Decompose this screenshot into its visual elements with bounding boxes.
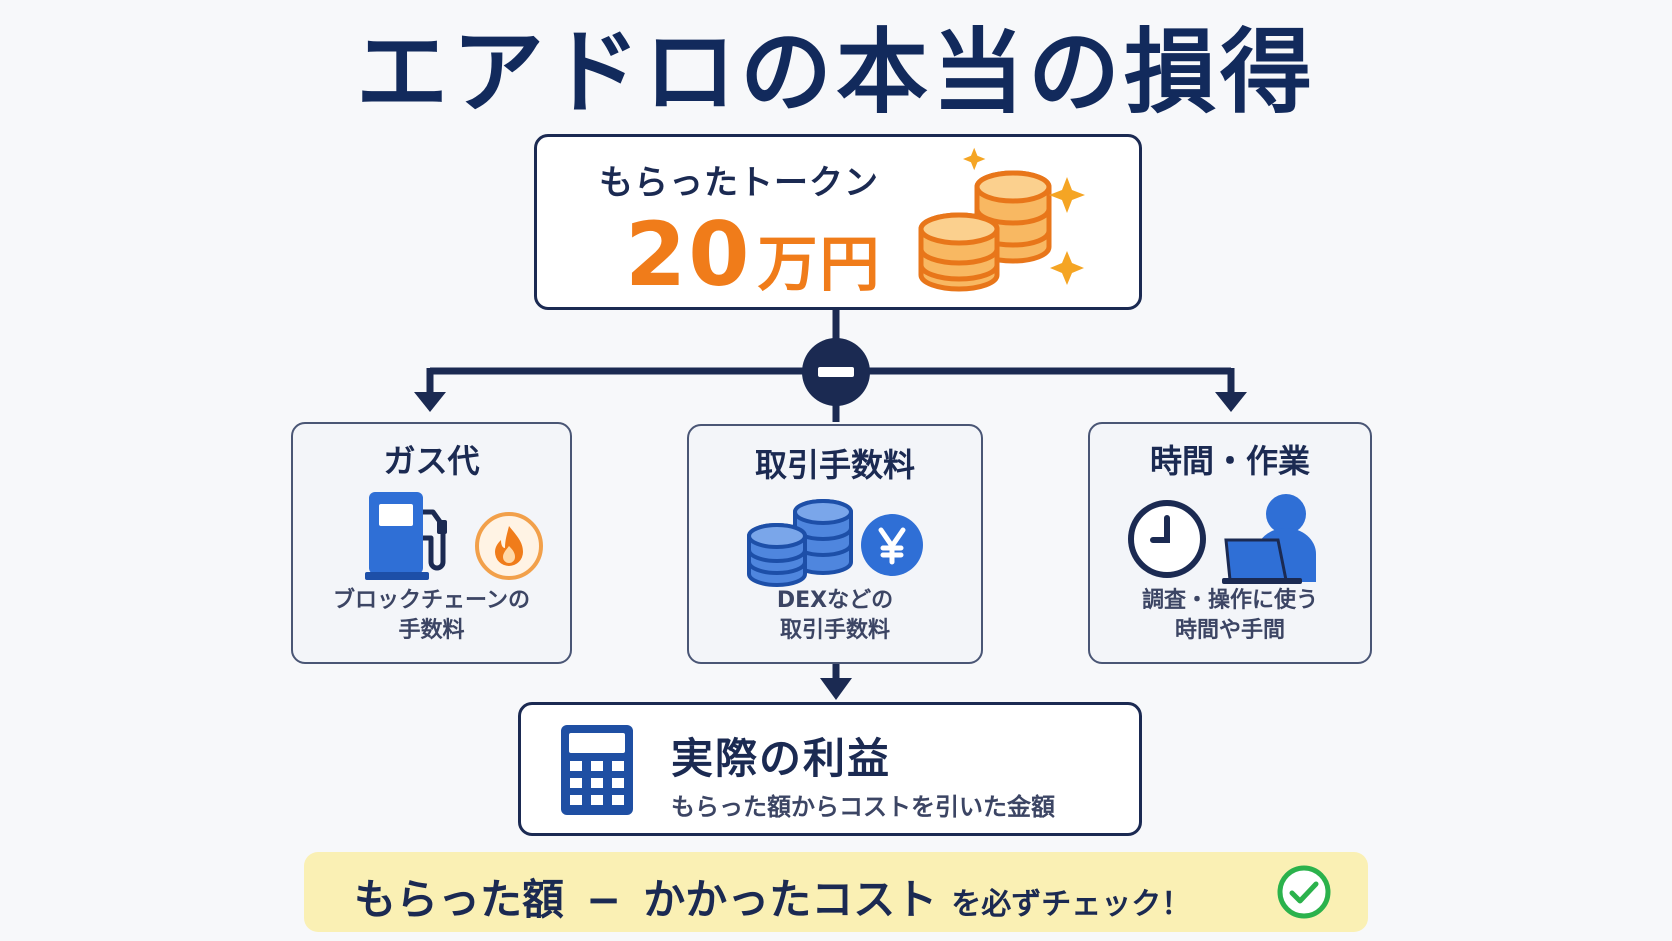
page-title: エアドロの本当の損得	[355, 19, 1316, 126]
person-laptop-icon	[1222, 494, 1316, 584]
banner-part3: を必ずチェック！	[951, 887, 1192, 922]
coin-stack-icon	[747, 499, 853, 587]
actual-profit-box: 実際の利益 もらった額からコストを引いた金額	[518, 702, 1142, 836]
cost-desc: 調査・操作に使う 時間や手間	[1090, 586, 1370, 646]
calculator-icon	[561, 725, 633, 815]
coin-stack-icon	[918, 147, 1085, 292]
banner-operator: −	[586, 875, 622, 924]
minus-icon	[802, 338, 870, 406]
cost-title: 時間・作業	[1149, 442, 1310, 480]
cost-desc-line: 取引手数料	[779, 618, 890, 643]
cost-desc-line: DEXなどの	[776, 588, 894, 613]
cost-desc-line: 調査・操作に使う	[1141, 588, 1318, 613]
received-amount-unit: 万円	[757, 230, 882, 300]
cost-desc-line: 時間や手間	[1174, 618, 1285, 643]
check-circle-icon	[1277, 865, 1331, 919]
result-title: 実際の利益	[671, 734, 892, 783]
received-amount-value: 20	[625, 203, 752, 306]
check-banner: もらった額−かかったコストを必ずチェック！	[304, 852, 1368, 932]
cost-card-gas: ガス代 ブロックチェーンの 手数料	[291, 422, 572, 664]
yen-icon	[861, 514, 923, 576]
banner-part1: もらった額	[354, 875, 565, 924]
received-label: もらったトークン	[599, 163, 879, 203]
flame-icon	[475, 512, 543, 580]
fuel-pump-icon	[365, 492, 447, 580]
banner-part2: かかったコスト	[643, 875, 938, 924]
cost-desc-line: ブロックチェーンの	[333, 588, 530, 613]
cost-title: ガス代	[383, 442, 480, 480]
result-desc: もらった額からコストを引いた金額	[671, 793, 1055, 821]
cost-desc: ブロックチェーンの 手数料	[293, 586, 570, 646]
banner-text: もらった額−かかったコストを必ずチェック！	[354, 866, 1191, 927]
cost-desc: DEXなどの 取引手数料	[689, 586, 981, 646]
cost-card-trading-fee: 取引手数料 DEXなどの 取引手数料	[687, 424, 983, 664]
cost-card-time-work: 時間・作業 調査・操作に使う 時間や手間	[1088, 422, 1372, 664]
cost-desc-line: 手数料	[398, 618, 465, 643]
cost-title: 取引手数料	[754, 446, 915, 484]
clock-icon	[1128, 500, 1206, 578]
